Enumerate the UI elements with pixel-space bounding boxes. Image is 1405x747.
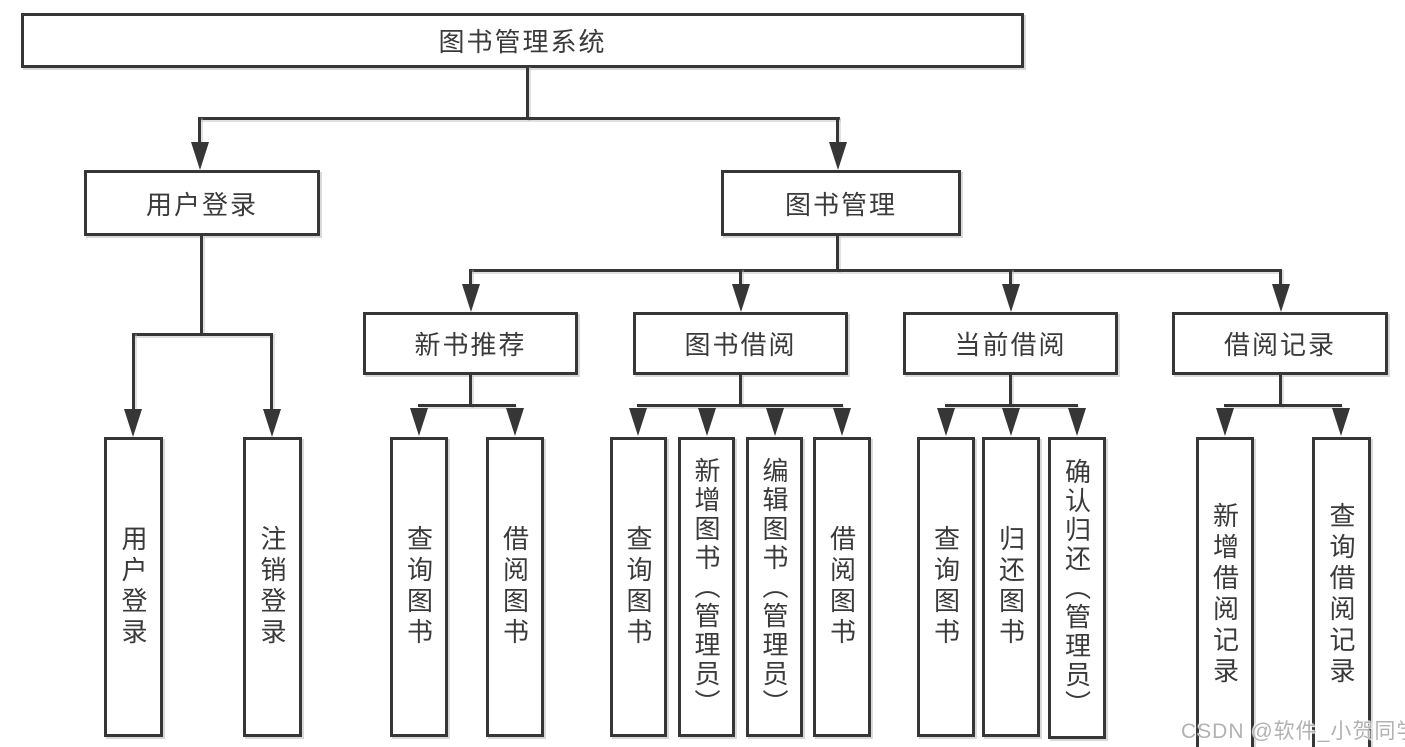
- leaf-nbr-query-books: 查询图书: [390, 437, 448, 737]
- node-book-borrowing: 图书借阅: [633, 312, 848, 375]
- arrowhead-down-icon: [191, 142, 209, 170]
- connector-line-h: [198, 117, 840, 120]
- connector-line-v: [1009, 375, 1012, 407]
- connector-line-v: [198, 117, 201, 145]
- arrowhead-down-icon: [1216, 408, 1234, 436]
- connector-line-v: [1279, 375, 1282, 407]
- arrowhead-down-icon: [766, 408, 784, 436]
- arrowhead-down-icon: [629, 408, 647, 436]
- arrowhead-down-icon: [124, 409, 142, 437]
- connector-line-h: [1224, 404, 1342, 407]
- connector-line-v: [739, 375, 742, 407]
- leaf-cb-return-books: 归还图书: [982, 437, 1040, 737]
- leaf-bb-edit-books-admin: 编辑图书（管理员）: [746, 437, 803, 737]
- leaf-logout-login: 注销登录: [243, 437, 302, 737]
- node-user-login: 用户登录: [84, 170, 320, 236]
- leaf-bb-borrow-books: 借阅图书: [813, 437, 871, 737]
- node-library-management-system: 图书管理系统: [21, 13, 1024, 68]
- arrowhead-down-icon: [506, 408, 524, 436]
- node-current-borrowing: 当前借阅: [903, 312, 1118, 375]
- arrowhead-down-icon: [1002, 408, 1020, 436]
- connector-line-v: [526, 66, 529, 120]
- connector-line-v: [200, 236, 203, 335]
- connector-line-h: [132, 333, 273, 336]
- arrowhead-down-icon: [462, 284, 480, 312]
- connector-line-v: [132, 333, 135, 411]
- connector-line-v: [270, 333, 273, 411]
- arrowhead-down-icon: [1332, 408, 1350, 436]
- connector-line-v: [1009, 269, 1012, 287]
- arrowhead-down-icon: [698, 408, 716, 436]
- leaf-nbr-borrow-books: 借阅图书: [486, 437, 544, 737]
- node-book-management: 图书管理: [721, 170, 961, 236]
- leaf-bb-add-books-admin: 新增图书（管理员）: [678, 437, 735, 737]
- connector-line-v: [739, 269, 742, 287]
- node-new-book-recommendation: 新书推荐: [363, 312, 578, 375]
- connector-line-h: [418, 404, 516, 407]
- arrowhead-down-icon: [732, 284, 750, 312]
- arrowhead-down-icon: [1272, 284, 1290, 312]
- connector-line-v: [836, 236, 839, 272]
- leaf-cb-confirm-return-admin: 确认归还（管理员）: [1048, 437, 1106, 739]
- connector-line-h: [637, 404, 843, 407]
- connector-line-v: [1279, 269, 1282, 287]
- connector-line-v: [836, 117, 839, 145]
- leaf-br-add-borrow-record: 新增借阅记录: [1196, 437, 1254, 747]
- leaf-br-query-borrow-record: 查询借阅记录: [1312, 437, 1371, 747]
- arrowhead-down-icon: [1002, 284, 1020, 312]
- arrowhead-down-icon: [937, 408, 955, 436]
- arrowhead-down-icon: [829, 142, 847, 170]
- watermark: CSDN @软件_小贺同学: [1181, 720, 1405, 743]
- node-borrowing-records: 借阅记录: [1172, 312, 1388, 375]
- arrowhead-down-icon: [1068, 408, 1086, 436]
- arrowhead-down-icon: [263, 409, 281, 437]
- leaf-cb-query-books: 查询图书: [917, 437, 975, 737]
- arrowhead-down-icon: [833, 408, 851, 436]
- connector-line-v: [469, 269, 472, 287]
- connector-line-v: [469, 375, 472, 407]
- leaf-user-login: 用户登录: [104, 437, 163, 737]
- connector-line-h: [945, 404, 1078, 407]
- connector-line-h: [469, 269, 1281, 272]
- leaf-bb-query-books: 查询图书: [610, 437, 667, 737]
- arrowhead-down-icon: [410, 408, 428, 436]
